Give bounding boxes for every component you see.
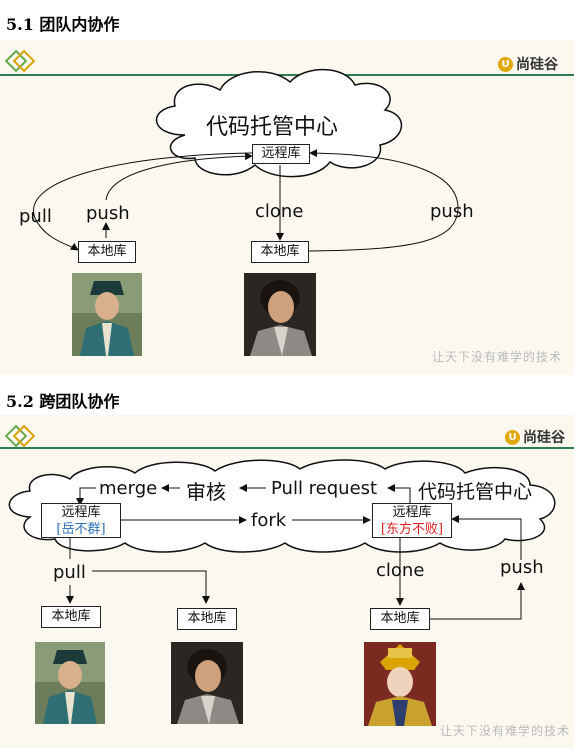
pull-arrow [33,152,253,251]
remote-left-title: 远程库 [61,505,101,520]
section-heading-5-1: 5.1 团队内协作 [6,15,120,34]
brand-logo: U 尚硅谷 [498,54,558,74]
fork-label: fork [251,510,287,531]
logo-diamond-icon [4,424,36,448]
diagram-canvas [0,49,574,252]
developer-avatar-2 [244,273,316,356]
pull-label: pull [53,562,86,583]
brand-name: 尚硅谷 [523,430,565,446]
push-right-label: push [430,201,474,222]
developer-avatar-3 [364,642,436,726]
remote-right-owner: [东方不败] [380,522,444,537]
local-repo-box-1: 本地库 [41,606,101,628]
push-arrow-up [430,582,525,620]
remote-repo-box: 远程库 [252,144,310,164]
pull-request-label: Pull request [271,478,378,499]
remote-repo-left-box: 远程库 [岳不群] [41,503,121,538]
cloud-title: 代码托管中心 [418,481,533,503]
remote-left-owner: [岳不群] [56,522,106,537]
section-heading-5-2: 5.2 跨团队协作 [6,392,120,411]
pull-label: pull [19,206,52,227]
merge-arrow [76,487,96,506]
developer-avatar-1 [72,273,142,356]
remote-to-pull-request-arrow [387,484,411,505]
push-arrow-curve [105,152,253,201]
pull-arrow-right [92,570,210,604]
clone-label: clone [376,560,425,581]
slide-cross-team-collaboration: U 尚硅谷 merge 审核 Pull request 代码托管中心 远程库 [… [0,415,574,748]
review-label: 审核 [186,480,226,504]
logo-diamond-icon [4,49,36,73]
developer-avatar-2 [171,642,243,724]
local-repo-right-box: 本地库 [251,241,309,263]
merge-label: merge [99,478,158,499]
brand-badge-icon: U [505,429,520,445]
local-repo-box-2: 本地库 [177,608,237,630]
cloud-shape [156,68,403,178]
remote-repo-right-box: 远程库 [东方不败] [372,503,452,538]
push-arrow-into-remote [451,515,522,560]
push-left-label: push [86,203,130,224]
push-label: push [500,557,544,578]
local-repo-box-3: 本地库 [370,608,430,630]
push-right-arrow [307,149,459,252]
brand-name: 尚硅谷 [516,57,558,73]
cloud-title: 代码托管中心 [206,115,339,140]
local-repo-left-box: 本地库 [78,241,136,263]
slide-team-collaboration: U 尚硅谷 代码托管中心 远程库 pull push clone push 本地… [0,40,574,375]
clone-label: clone [255,201,304,222]
watermark: 让天下没有难学的技术 [432,350,563,364]
brand-badge-icon: U [498,56,513,72]
developer-avatar-1 [35,642,105,724]
remote-right-title: 远程库 [392,505,432,520]
watermark: 让天下没有难学的技术 [440,724,571,738]
brand-logo: U 尚硅谷 [505,427,565,447]
